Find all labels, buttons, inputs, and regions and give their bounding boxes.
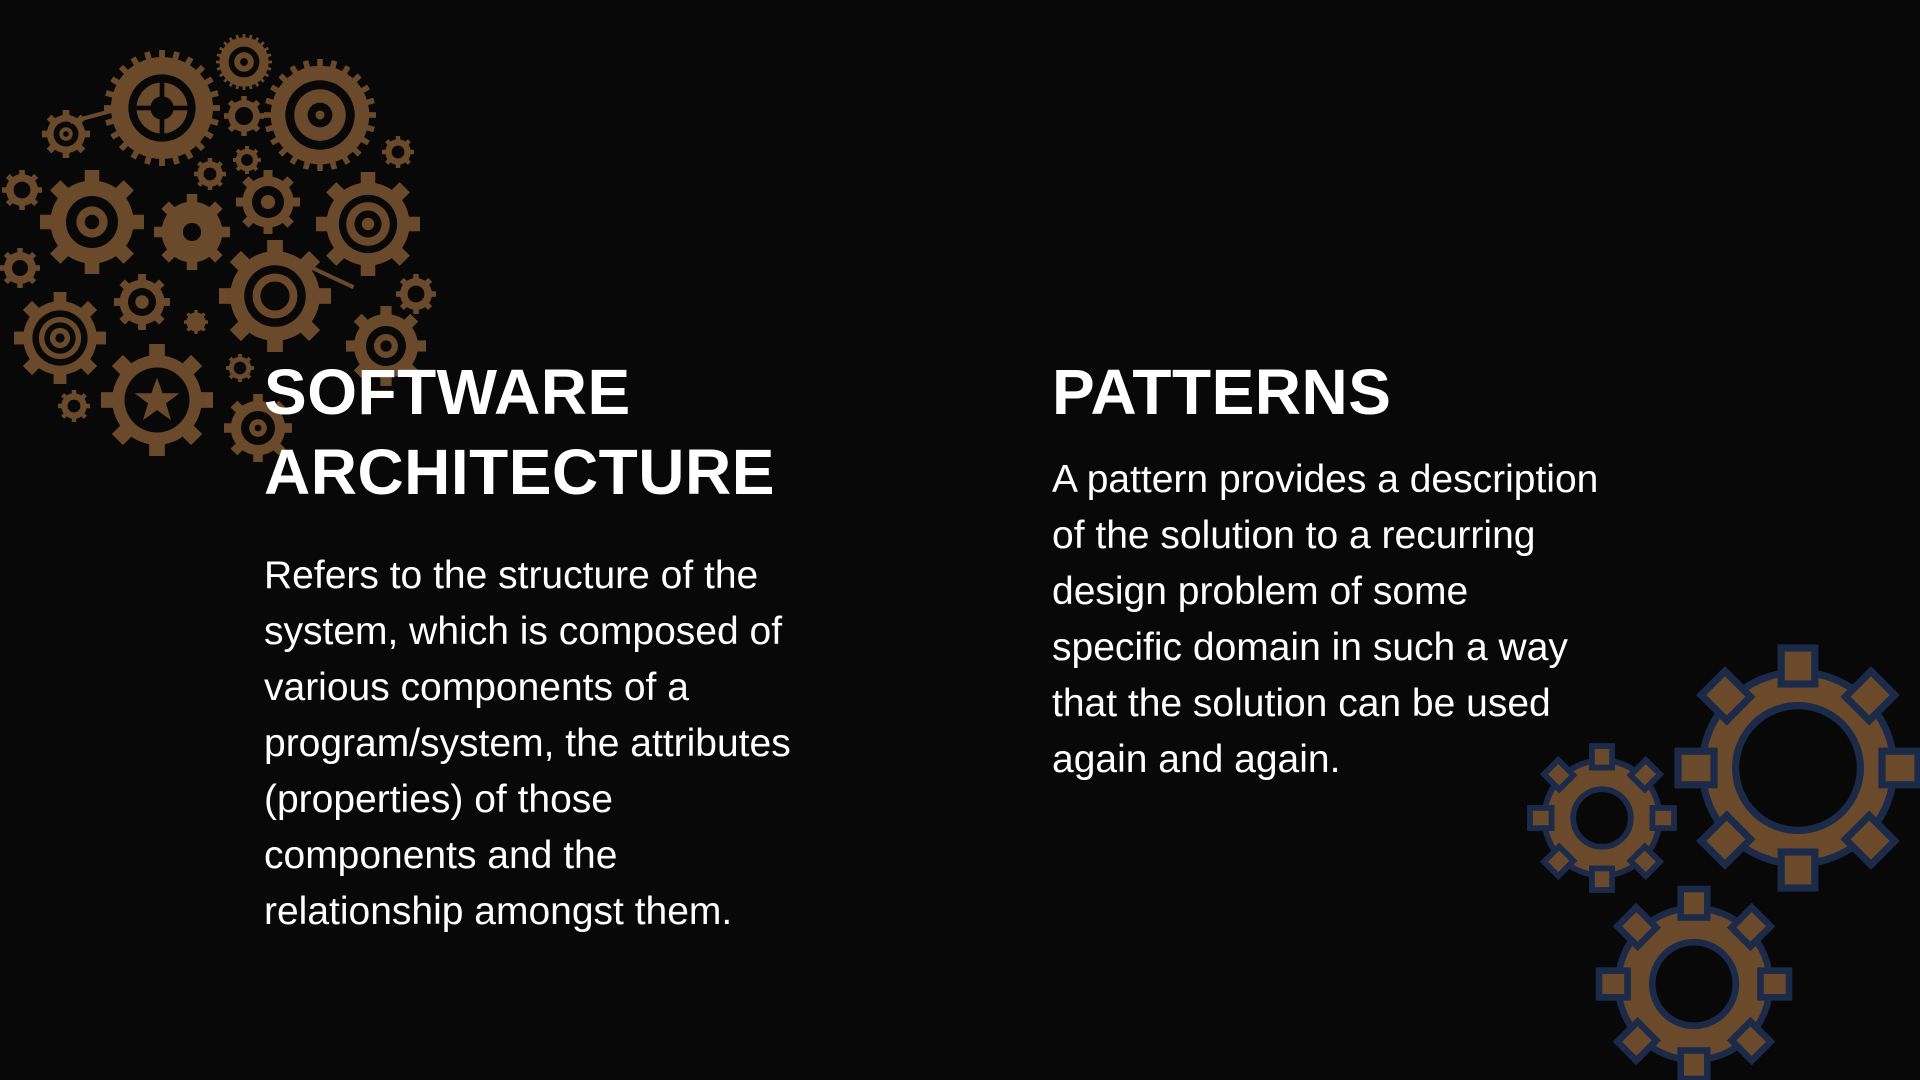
software-architecture-column: SOFTWARE ARCHITECTURE Refers to the stru…: [264, 352, 864, 940]
text-line: program/system, the attributes: [264, 722, 791, 765]
text-line: Refers to the structure of the: [264, 554, 759, 597]
text-line: components and the: [264, 834, 618, 877]
heading-line: ARCHITECTURE: [264, 436, 775, 508]
text-line: again and again.: [1052, 738, 1341, 781]
text-line: various components of a: [264, 666, 689, 709]
text-line: specific domain in such a way: [1052, 626, 1568, 669]
patterns-heading: PATTERNS: [1052, 356, 1392, 428]
software-architecture-heading: SOFTWARE ARCHITECTURE: [264, 352, 864, 512]
text-line: design problem of some: [1052, 570, 1469, 613]
software-architecture-definition: Refers to the structure of the system, w…: [264, 548, 864, 940]
gear-cluster-icon: [0, 34, 436, 462]
gear-trio-icon: [1530, 648, 1918, 1079]
text-line: relationship amongst them.: [264, 890, 733, 933]
patterns-column: PATTERNS A pattern provides a descriptio…: [1052, 352, 1652, 788]
text-line: (properties) of those: [264, 778, 614, 821]
text-line: system, which is composed of: [264, 610, 783, 653]
heading-line: SOFTWARE: [264, 356, 631, 428]
patterns-definition: A pattern provides a description of the …: [1052, 452, 1652, 788]
text-line: that the solution can be used: [1052, 682, 1551, 725]
text-line: A pattern provides a description: [1052, 458, 1599, 501]
text-line: of the solution to a recurring: [1052, 514, 1536, 557]
